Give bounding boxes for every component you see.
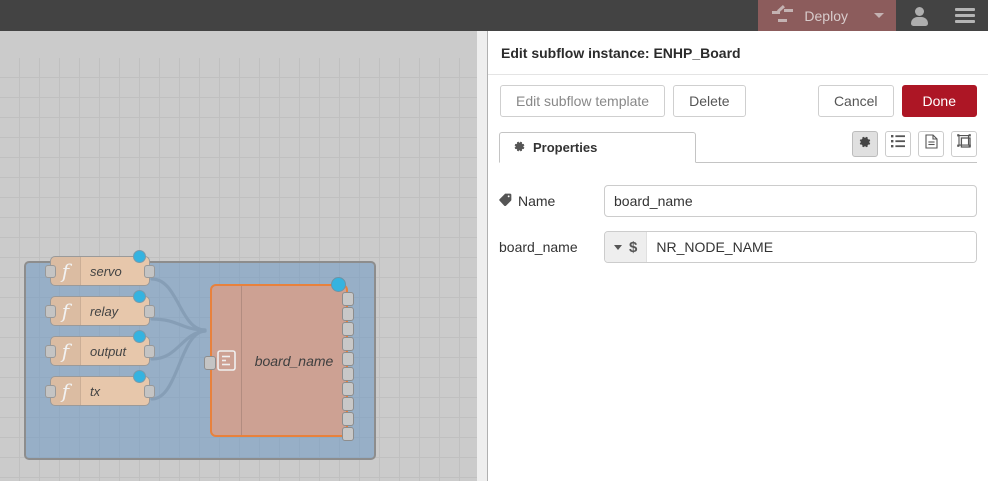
node-label: board_name xyxy=(254,352,334,369)
input-port[interactable] xyxy=(45,345,56,358)
tab-label: Properties xyxy=(533,140,598,155)
status-dot xyxy=(133,250,146,263)
node-label: tx xyxy=(90,383,101,399)
deploy-button[interactable]: Deploy xyxy=(758,0,896,31)
name-input[interactable] xyxy=(604,185,977,217)
node-label: relay xyxy=(90,303,119,319)
output-port-6[interactable] xyxy=(342,367,354,381)
output-port[interactable] xyxy=(144,345,155,358)
hamburger-menu-icon xyxy=(955,8,975,23)
dialog-tabs: Properties xyxy=(499,131,977,163)
status-dot xyxy=(331,277,346,292)
node-relay[interactable]: f relay xyxy=(45,290,155,326)
tag-icon xyxy=(499,193,512,209)
output-port-4[interactable] xyxy=(342,337,354,351)
input-port[interactable] xyxy=(45,305,56,318)
env-type-selector[interactable]: $ xyxy=(605,232,648,262)
subflow-frame-icon-button[interactable] xyxy=(951,131,977,157)
node-output[interactable]: f output xyxy=(45,330,155,366)
chevron-down-icon[interactable] xyxy=(874,13,884,18)
output-port-1[interactable] xyxy=(342,292,354,306)
deploy-label: Deploy xyxy=(804,7,848,24)
node-label: servo xyxy=(90,263,122,279)
subflow-frame-icon xyxy=(956,134,972,154)
list-icon xyxy=(891,135,905,153)
description-icon-button[interactable] xyxy=(918,131,944,157)
node-subflow-board-name[interactable]: board_name xyxy=(204,277,354,441)
cancel-button[interactable]: Cancel xyxy=(817,85,894,117)
status-dot xyxy=(133,290,146,303)
tab-properties[interactable]: Properties xyxy=(499,132,696,163)
output-port-9[interactable] xyxy=(342,412,354,426)
user-menu-button[interactable] xyxy=(896,0,942,31)
user-icon xyxy=(910,6,928,26)
name-label-text: Name xyxy=(518,193,556,209)
env-value-field: $ xyxy=(604,231,977,263)
deploy-icon xyxy=(772,4,794,23)
main-menu-button[interactable] xyxy=(942,0,988,31)
output-port-10[interactable] xyxy=(342,427,354,441)
env-value-input[interactable] xyxy=(647,232,976,262)
status-dot xyxy=(133,330,146,343)
form-row-board-name: board_name $ xyxy=(499,231,977,263)
dialog-title: Edit subflow instance: ENHP_Board xyxy=(488,31,988,75)
output-port[interactable] xyxy=(144,385,155,398)
name-label: Name xyxy=(499,193,604,209)
env-type-symbol: $ xyxy=(629,238,638,256)
function-icon: f xyxy=(51,257,81,285)
subflow-icon xyxy=(212,286,242,435)
description-icon xyxy=(924,134,938,154)
edit-subflow-template-button[interactable]: Edit subflow template xyxy=(500,85,666,117)
function-icon: f xyxy=(51,377,81,405)
node-label: output xyxy=(90,343,127,359)
board-name-label: board_name xyxy=(499,239,578,255)
output-port-2[interactable] xyxy=(342,307,354,321)
dialog-toolbar: Edit subflow template Delete Cancel Done xyxy=(488,75,988,128)
output-port[interactable] xyxy=(144,305,155,318)
node-servo[interactable]: f servo xyxy=(45,250,155,286)
dialog-tab-icon-buttons xyxy=(852,131,977,157)
function-icon: f xyxy=(51,297,81,325)
output-port-8[interactable] xyxy=(342,397,354,411)
top-header-bar: Deploy xyxy=(0,0,988,31)
flow-canvas[interactable]: f servo f relay f output f tx xyxy=(0,31,487,481)
input-port[interactable] xyxy=(45,385,56,398)
chevron-down-icon xyxy=(614,244,622,250)
canvas-right-gutter xyxy=(477,31,487,481)
gear-icon-button[interactable] xyxy=(852,131,878,157)
output-port-7[interactable] xyxy=(342,382,354,396)
done-button[interactable]: Done xyxy=(901,85,977,117)
gear-icon xyxy=(858,135,872,154)
properties-form: Name board_name $ xyxy=(488,163,988,263)
input-port[interactable] xyxy=(45,265,56,278)
output-port[interactable] xyxy=(144,265,155,278)
delete-button[interactable]: Delete xyxy=(673,85,746,117)
gear-icon xyxy=(513,140,526,156)
node-tx[interactable]: f tx xyxy=(45,370,155,406)
list-icon-button[interactable] xyxy=(885,131,911,157)
function-icon: f xyxy=(51,337,81,365)
output-port-5[interactable] xyxy=(342,352,354,366)
edit-subflow-dialog: Edit subflow instance: ENHP_Board Edit s… xyxy=(487,31,988,481)
output-port-3[interactable] xyxy=(342,322,354,336)
status-dot xyxy=(133,370,146,383)
form-row-name: Name xyxy=(499,185,977,217)
input-port[interactable] xyxy=(204,356,216,370)
